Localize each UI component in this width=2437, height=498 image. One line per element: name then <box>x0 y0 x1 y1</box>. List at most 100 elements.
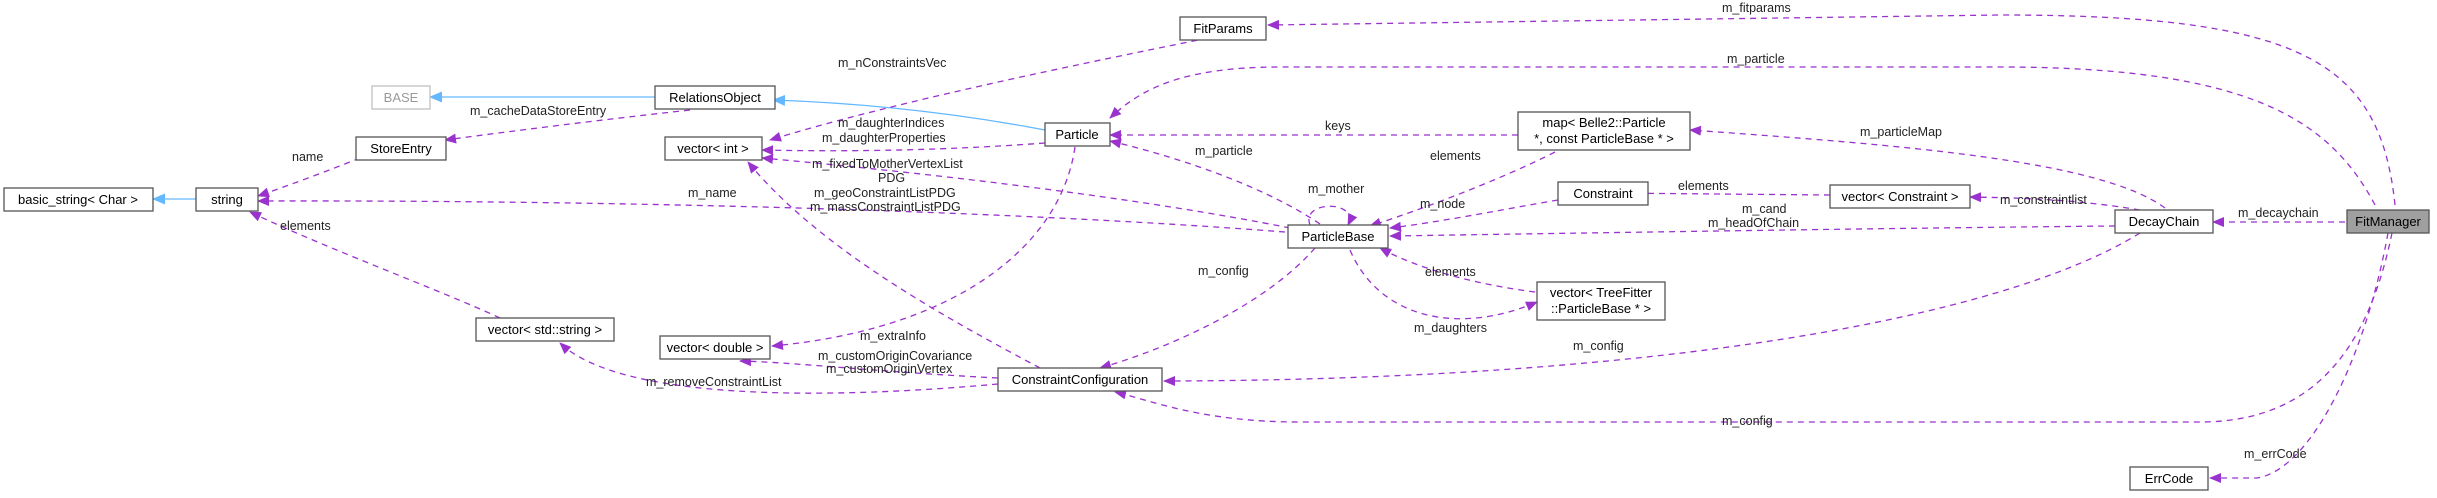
edge-labels: m_fitparams m_particle m_nConstraintsVec… <box>280 1 2319 461</box>
label-name: name <box>292 150 323 164</box>
node-vector-constraint-label: vector< Constraint > <box>1841 189 1958 204</box>
node-relationsobject-label: RelationsObject <box>669 90 761 105</box>
label-elements-tf: elements <box>1425 265 1476 279</box>
node-constraint-label: Constraint <box>1573 186 1633 201</box>
edge-vectorstdstring-string <box>249 211 501 319</box>
edge-relationsobject-particle <box>772 94 1046 131</box>
node-vector-double-label: vector< double > <box>667 340 764 355</box>
label-m-config-fm: m_config <box>1722 414 1773 428</box>
edge-fitmanager-fitparams <box>1267 14 2396 206</box>
edge-cc-vectordouble <box>739 356 999 379</box>
node-particlebase[interactable]: ParticleBase <box>1287 224 1389 249</box>
edge-fitparams-vectorint <box>769 37 1209 142</box>
node-vector-int-label: vector< int > <box>677 141 749 156</box>
edge-decaychain-particlebase <box>1389 225 2116 241</box>
node-basic-string-label: basic_string< Char > <box>18 192 138 207</box>
node-vector-stdstring-label: vector< std::string > <box>488 322 602 337</box>
edge-cc-vectorint <box>747 161 1041 369</box>
node-map[interactable]: map< Belle2::Particle *, const ParticleB… <box>1517 111 1691 151</box>
node-basic-string[interactable]: basic_string< Char > <box>3 187 154 212</box>
label-m-customorigincovariance: m_customOriginCovariance <box>818 349 972 363</box>
node-constraintconfiguration-label: ConstraintConfiguration <box>1012 372 1149 387</box>
node-errcode-label: ErrCode <box>2145 471 2193 486</box>
label-m-customoriginvertex: m_customOriginVertex <box>826 362 953 376</box>
node-particle[interactable]: Particle <box>1044 122 1111 147</box>
label-keys: keys <box>1325 119 1351 133</box>
edge-fitmanager-errcode <box>2209 232 2389 483</box>
label-elements-string: elements <box>280 219 331 233</box>
node-vector-double[interactable]: vector< double > <box>659 335 771 360</box>
label-m-cand: m_cand <box>1742 202 1787 216</box>
edge-particlebase-self <box>1308 205 1358 226</box>
edge-fitmanager-particle <box>1109 66 2376 206</box>
edge-map-particlebase <box>1369 151 1556 228</box>
label-m-name: m_name <box>688 186 737 200</box>
label-m-particlemap: m_particleMap <box>1860 125 1942 139</box>
node-constraint[interactable]: Constraint <box>1557 181 1649 206</box>
edge-decaychain-constraintconfiguration <box>1163 232 2141 386</box>
edge-decaychain-map <box>1689 125 2166 209</box>
edge-particlebase-vectorint <box>761 154 1291 229</box>
label-m-node: m_node <box>1420 197 1465 211</box>
node-vector-stdstring[interactable]: vector< std::string > <box>475 317 615 342</box>
label-m-nconstraintsvec: m_nConstraintsVec <box>838 56 946 70</box>
label-m-cachedatastoreentry: m_cacheDataStoreEntry <box>470 104 607 118</box>
label-m-extrainfo: m_extraInfo <box>860 329 926 343</box>
edges <box>152 14 2396 483</box>
node-base[interactable]: BASE <box>371 85 431 110</box>
node-string[interactable]: string <box>195 187 259 212</box>
node-fitmanager-label: FitManager <box>2355 214 2421 229</box>
node-particlebase-label: ParticleBase <box>1302 229 1375 244</box>
edge-fitmanager-constraintconfiguration <box>1114 232 2393 423</box>
label-m-daughterindices: m_daughterIndices <box>838 116 944 130</box>
edge-particle-vectordouble <box>771 146 1076 350</box>
node-base-label: BASE <box>384 90 419 105</box>
label-m-config-dc: m_config <box>1573 339 1624 353</box>
node-vector-int[interactable]: vector< int > <box>664 136 763 161</box>
edge-constraint-particlebase <box>1389 199 1559 232</box>
label-m-config-pb: m_config <box>1198 264 1249 278</box>
label-m-removeconstraintlist: m_removeConstraintList <box>646 375 782 389</box>
edge-cc-vectorstdstring <box>559 342 999 394</box>
label-m-massconstraintlistpdg: m_massConstraintListPDG <box>810 200 961 214</box>
edge-relationsobject-storeentry <box>444 109 691 144</box>
node-vector-constraint[interactable]: vector< Constraint > <box>1829 184 1971 209</box>
node-fitmanager[interactable]: FitManager <box>2346 209 2430 234</box>
node-particle-label: Particle <box>1055 127 1098 142</box>
node-map-label-1: map< Belle2::Particle <box>1542 115 1665 130</box>
label-m-headofchain: m_headOfChain <box>1708 216 1799 230</box>
node-vector-treefitter-label-1: vector< TreeFitter <box>1550 285 1653 300</box>
node-decaychain-label: DecayChain <box>2129 214 2200 229</box>
node-vector-treefitter-label-2: ::ParticleBase * > <box>1551 301 1651 316</box>
edge-particle-vectorint <box>761 142 1046 156</box>
label-m-geoconstraintlistpdg: m_geoConstraintListPDG <box>814 186 956 200</box>
edge-vectortf-particlebase <box>1379 247 1536 293</box>
node-storeentry[interactable]: StoreEntry <box>355 136 447 161</box>
node-map-label-2: *, const ParticleBase * > <box>1534 131 1674 146</box>
edge-particlebase-particle <box>1109 138 1321 225</box>
node-fitparams[interactable]: FitParams <box>1179 16 1267 41</box>
node-vector-treefitter[interactable]: vector< TreeFitter ::ParticleBase * > <box>1536 281 1666 321</box>
label-m-particle-mid: m_particle <box>1195 144 1253 158</box>
edge-particlebase-constraintconfiguration <box>1099 247 1316 370</box>
label-m-fitparams: m_fitparams <box>1722 1 1791 15</box>
label-m-errcode: m_errCode <box>2244 447 2307 461</box>
label-m-constraintlist: m_constraintlist <box>2000 193 2087 207</box>
label-pdg: PDG <box>878 171 905 185</box>
node-relationsobject[interactable]: RelationsObject <box>654 85 776 110</box>
node-errcode[interactable]: ErrCode <box>2129 466 2209 491</box>
label-m-daughters: m_daughters <box>1414 321 1487 335</box>
edge-particlebase-vectortf <box>1349 249 1538 320</box>
node-fitparams-label: FitParams <box>1193 21 1253 36</box>
label-m-fixedtomothervertexlist: m_fixedToMotherVertexList <box>812 157 963 171</box>
edge-particlebase-string <box>257 195 1286 233</box>
node-decaychain[interactable]: DecayChain <box>2114 209 2214 234</box>
label-m-decaychain: m_decaychain <box>2238 206 2319 220</box>
label-elements-map: elements <box>1430 149 1481 163</box>
label-m-mother: m_mother <box>1308 182 1364 196</box>
node-storeentry-label: StoreEntry <box>370 141 432 156</box>
node-string-label: string <box>211 192 243 207</box>
node-constraintconfiguration[interactable]: ConstraintConfiguration <box>997 367 1163 392</box>
label-m-daughterproperties: m_daughterProperties <box>822 131 946 145</box>
